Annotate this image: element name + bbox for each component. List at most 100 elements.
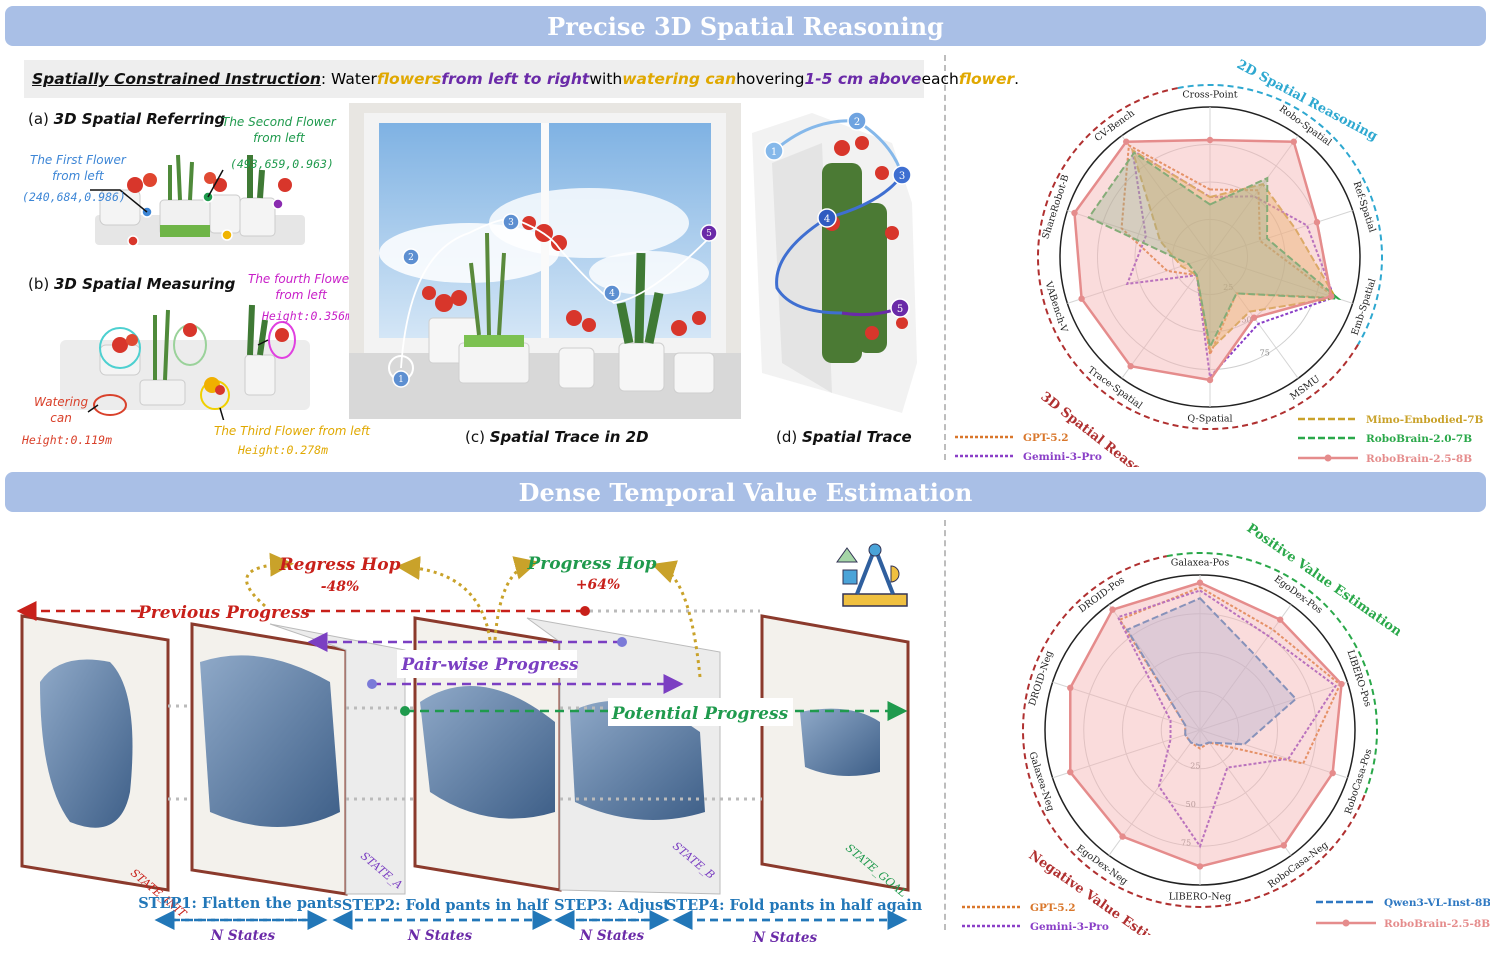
n-states-4: N States	[752, 930, 818, 946]
instruction-bar: Spatially Constrained Instruction : Wate…	[24, 60, 1019, 98]
instruction-text: : Water	[320, 70, 377, 88]
radar-tick-label: 50	[1241, 316, 1251, 325]
radar-spoke	[1067, 256, 1211, 304]
instruction-direction: from left to right	[441, 70, 590, 88]
radar-axis-label: Q-Spatial	[1187, 414, 1232, 425]
panel-d-caption: (d) Spatial Trace	[776, 428, 912, 446]
third-flower-label: The Third Flower from left	[214, 424, 370, 438]
radar-axis-label: LIBERO-Pos	[1344, 649, 1373, 709]
panel-c-caption: (c) Spatial Trace in 2D	[465, 428, 649, 446]
radar-point	[1280, 842, 1288, 849]
trace-num-1: 1	[398, 375, 404, 385]
progress-hop-title: Progress Hop	[526, 554, 656, 574]
trace3d-num-5: 5	[897, 304, 903, 315]
instruction-can: watering can	[622, 70, 737, 88]
legend-label: RoboBrain-2.5-8B	[1366, 453, 1472, 465]
radar-series-1	[1125, 148, 1336, 380]
radar-point	[1196, 863, 1204, 870]
instruction-flower: flower	[958, 70, 1015, 88]
outer-arc-top	[1177, 84, 1383, 346]
radar-spoke	[1121, 256, 1211, 379]
radar-spoke	[1052, 729, 1201, 779]
fourth-flower-height: Height:0.356m	[262, 309, 353, 323]
radar-axis-label: Cross-Point	[1182, 90, 1237, 101]
pointcloud-photo: 1 2 3 4 5	[752, 111, 917, 413]
section-banner-spatial: Precise 3D Spatial Reasoning	[5, 6, 1486, 46]
trace3d-num-4: 4	[824, 214, 830, 225]
radar-point	[1329, 769, 1336, 777]
radar-series-2	[1125, 597, 1298, 747]
radar-spoke	[1209, 210, 1353, 258]
radar-point	[1196, 579, 1204, 586]
radar-tick-label: 25	[1190, 761, 1200, 770]
legend-label: Gemini-3-Pro	[1030, 921, 1109, 933]
radar-point	[1338, 680, 1345, 688]
radar-point	[1313, 219, 1321, 226]
n-states-3: N States	[579, 928, 645, 944]
radar-axis-label: CV-Bench	[1093, 108, 1137, 144]
step-2-label: STEP2: Fold pants in half	[342, 897, 550, 914]
radar-series-2	[1130, 148, 1338, 353]
outer-arc-top	[1166, 552, 1378, 796]
instruction-text: hovering	[736, 70, 805, 88]
radar-point	[1206, 136, 1214, 144]
trace-num-2: 2	[408, 253, 414, 263]
radar-series-3	[1087, 151, 1342, 351]
radar-point	[1109, 606, 1116, 613]
legend-label: Mimo-Embodied-7B	[1366, 414, 1484, 426]
instruction-label: Spatially Constrained Instruction	[32, 70, 321, 88]
step-1-label: STEP1: Flatten the pants	[138, 895, 342, 912]
divider-top	[944, 55, 946, 460]
temporal-diagram: Previous Progress Pair-wise Progress Pot…	[16, 543, 923, 946]
radar-point	[1123, 138, 1130, 145]
radar-axis-label: ShareRobot-B	[1040, 173, 1071, 240]
radar-point	[1071, 209, 1078, 217]
radar-spoke	[1199, 604, 1292, 731]
trace3d-num-2: 2	[854, 117, 860, 128]
radar-tick-label: 50	[1186, 800, 1196, 809]
regress-hop-title: Regress Hop	[279, 555, 401, 575]
radar-tick-label: 75	[1181, 838, 1191, 847]
outer-arc-bottom	[1037, 87, 1359, 430]
radar-axis-label: Galaxea-Neg	[1026, 751, 1056, 813]
radar-spoke	[1199, 729, 1348, 779]
radar-point	[1250, 314, 1258, 321]
radar-point	[1078, 295, 1085, 302]
n-states-1: N States	[210, 928, 276, 944]
legend-label: Qwen3-VL-Inst-8B	[1384, 897, 1490, 909]
potential-progress-label: Potential Progress	[611, 704, 789, 724]
regress-hop-value: -48%	[321, 579, 360, 595]
radar-chart-value: 255075Galaxea-PosEgoDex-PosLIBERO-PosRob…	[962, 521, 1490, 935]
pairwise-progress-label: Pair-wise Progress	[400, 655, 579, 675]
instruction-text: .	[1014, 70, 1020, 88]
panel-a-caption: (a) 3D Spatial Referring	[28, 110, 226, 128]
instruction-text: with	[589, 70, 623, 88]
divider-bottom	[944, 520, 946, 930]
third-flower-height: Height:0.278m	[238, 443, 329, 457]
outer-arc-bottom	[1022, 555, 1366, 908]
state-frames	[20, 614, 910, 896]
radar-tick-label: 75	[1260, 348, 1270, 357]
legend-label: RoboBrain-2.0-7B	[1366, 433, 1472, 445]
legend-label: GPT-5.2	[1023, 432, 1069, 444]
step-3-label: STEP3: Adjust	[554, 897, 670, 914]
radar-axis-label: MSMU	[1288, 374, 1322, 403]
legend-marker	[1342, 919, 1350, 927]
window-photo: 1 2 3 4 5	[349, 103, 741, 419]
radar-point	[1206, 376, 1214, 384]
radar-series-1	[1116, 589, 1337, 849]
radar-series-4	[1073, 138, 1333, 382]
radar-spoke	[1199, 729, 1292, 856]
legend-marker	[1324, 454, 1332, 462]
radar-point	[1276, 616, 1284, 623]
trace-num-5: 5	[706, 229, 712, 239]
radar-axis-label: Galaxea-Pos	[1171, 558, 1230, 569]
radar-point	[1067, 768, 1074, 776]
instruction-text: each	[921, 70, 959, 88]
trace3d-num-1: 1	[771, 147, 777, 158]
radar-point	[1067, 684, 1074, 692]
radar-spoke	[1209, 135, 1299, 258]
